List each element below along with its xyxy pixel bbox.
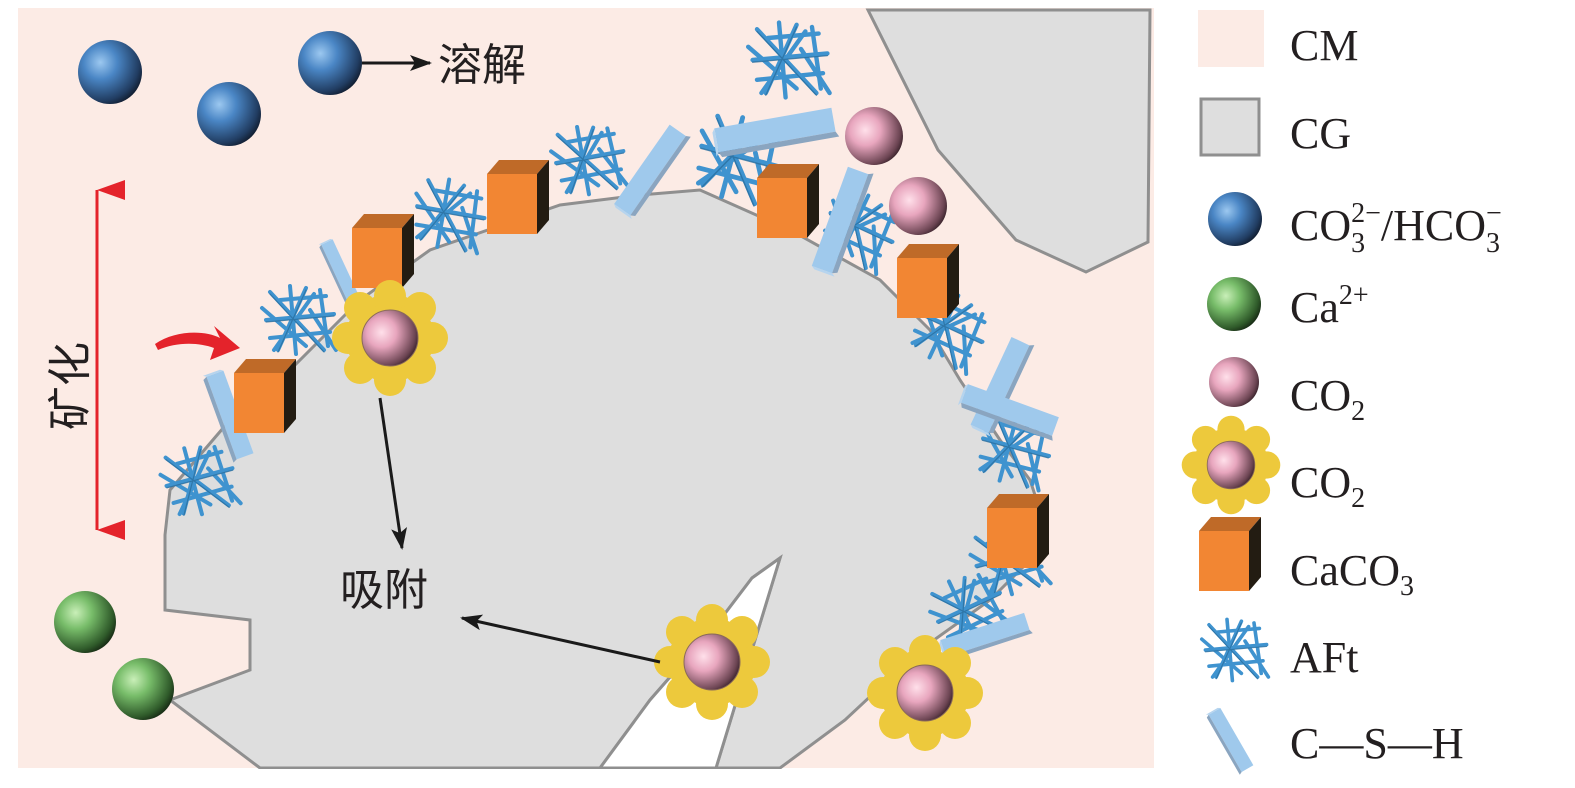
- adsorbed-co2: [653, 603, 771, 721]
- legend-label: CO2: [1290, 458, 1365, 514]
- pink-square-icon: [1198, 10, 1264, 67]
- legend-label: CaCO3: [1290, 546, 1414, 602]
- pink-sphere-icon: [1209, 357, 1259, 407]
- blue-sphere-icon: [1208, 192, 1262, 246]
- legend-item-co2-adsorbed: CO2: [1181, 415, 1365, 515]
- gray-square-icon: [1199, 97, 1261, 157]
- orange-cube-icon: [1199, 517, 1261, 591]
- legend-item-caco3: CaCO3: [1199, 517, 1414, 602]
- legend-item-csh: C—S—H: [1205, 706, 1464, 775]
- legend-label: AFt: [1290, 633, 1358, 682]
- bottom-white-band: [0, 769, 1160, 788]
- legend-label: CO2: [1290, 371, 1365, 427]
- needle-cluster-icon: [1200, 617, 1271, 683]
- pointer-arrow-icon: [155, 326, 240, 360]
- carbonate-ion: [78, 40, 142, 104]
- calcium-ion: [112, 658, 174, 720]
- legend-label: CM: [1290, 21, 1358, 70]
- carbonate-ion: [197, 82, 261, 146]
- legend-label: CG: [1290, 109, 1351, 158]
- halo-sphere-icon: [1181, 415, 1281, 515]
- dissolution-label: 溶解: [438, 40, 526, 91]
- legend-label: Ca2+: [1290, 280, 1369, 332]
- legend: CM CG CO32−/HCO3− Ca2+ CO2 CO2 CaCO3 AF: [1181, 10, 1502, 775]
- calcium-ion: [54, 591, 116, 653]
- adsorption-arrow-bottom: [460, 614, 661, 664]
- green-sphere-icon: [1207, 277, 1261, 331]
- carbonate-ion: [298, 31, 362, 95]
- adsorption-label: 吸附: [340, 565, 428, 616]
- legend-item-cm: CM: [1198, 10, 1358, 70]
- legend-label: CO32−/HCO3−: [1290, 198, 1502, 259]
- legend-item-carbonate: CO32−/HCO3−: [1208, 192, 1502, 259]
- co2-molecule: [845, 107, 903, 165]
- co2-molecule: [889, 177, 947, 235]
- legend-item-co2: CO2: [1209, 357, 1365, 427]
- cg-grain-top-right: [865, 8, 1152, 274]
- bar-icon: [1205, 706, 1255, 775]
- adsorption-arrow-top: [378, 397, 408, 550]
- legend-item-aft: AFt: [1200, 617, 1358, 683]
- adsorbed-co2: [331, 279, 449, 397]
- legend-item-cg: CG: [1199, 97, 1351, 158]
- mineralization-label: 矿化: [45, 342, 96, 430]
- legend-label: C—S—H: [1290, 719, 1464, 768]
- legend-item-calcium: Ca2+: [1207, 277, 1369, 332]
- adsorbed-co2: [866, 634, 984, 752]
